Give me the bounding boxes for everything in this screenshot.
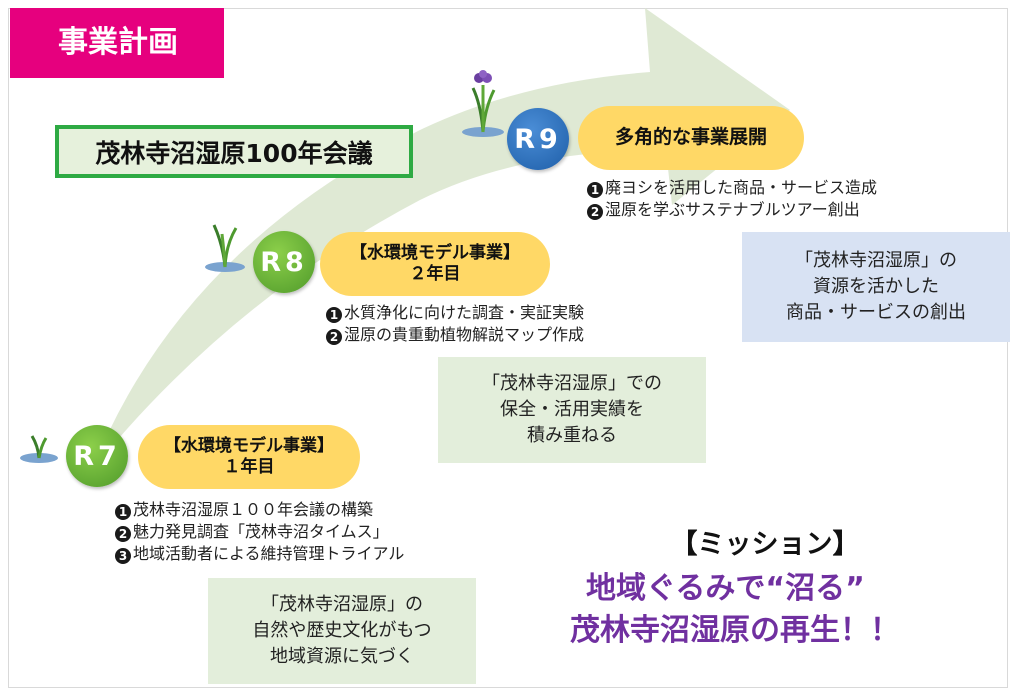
stage-r7-title-line2: １年目 [223,457,275,477]
stage-r8-outcome-box: 「茂林寺沼湿原」での 保全・活用実績を 積み重ねる [438,357,706,463]
outcome-line: 資源を活かした [813,276,939,297]
stage-r9-outcome-box: 「茂林寺沼湿原」の 資源を活かした 商品・サービスの創出 [742,232,1010,342]
list-item-text: 湿原の貴重動植物解説マップ作成 [344,325,585,344]
stage-r8-title-line2: ２年目 [409,264,461,284]
mission-line-2: 茂林寺沼湿原の再生！！ [570,613,900,648]
stage-r7-badge: R7 [66,425,128,487]
slide-frame [8,8,1008,688]
stage-r7-outcome-box: 「茂林寺沼湿原」の 自然や歴史文化がもつ 地域資源に気づく [208,578,476,684]
stage-r8-title: 【水環境モデル事業】 ２年目 [320,232,550,296]
outcome-line: 商品・サービスの創出 [786,302,966,323]
list-item-text: 地域活動者による維持管理トライアル [133,544,405,563]
stage-r9-badge: R9 [507,108,569,170]
plant-sprout-icon [20,435,58,463]
outcome-line: 自然や歴史文化がもつ [252,620,432,641]
stage-r7-title: 【水環境モデル事業】 １年目 [138,425,360,489]
stage-r8-title-line1: 【水環境モデル事業】 [350,242,520,263]
number-badge: 3 [115,548,131,564]
list-item-text: 魅力発見調査「茂林寺沼タイムス」 [133,522,389,541]
mission-heading: 【ミッション】 [670,529,860,560]
stage-r8-badge: R8 [253,231,315,293]
mission-line-1: 地域ぐるみで“沼る” [586,571,865,606]
list-item-text: 茂林寺沼湿原１００年会議の構築 [133,500,374,519]
conference-box: 茂林寺沼湿原100年会議 [55,125,413,178]
outcome-line: 「茂林寺沼湿原」の [795,250,957,271]
outcome-line: 「茂林寺沼湿原」の [261,594,423,615]
number-badge: 2 [587,204,603,220]
plant-grass-icon [205,224,245,272]
outcome-line: 保全・活用実績を [500,399,644,420]
list-item-text: 湿原を学ぶサステナブルツアー創出 [605,200,860,219]
stage-r9-title-line1: 多角的な事業展開 [614,126,767,149]
outcome-line: 「茂林寺沼湿原」での [482,373,662,394]
outcome-line: 地域資源に気づく [270,646,414,667]
number-badge: 2 [115,526,131,542]
number-badge: 1 [115,504,131,520]
number-badge: 1 [326,307,342,323]
page-title: 事業計画 [10,8,224,78]
number-badge: 2 [326,329,342,345]
list-item-text: 廃ヨシを活用した商品・サービス造成 [605,178,878,197]
stage-r7-title-line1: 【水環境モデル事業】 [164,435,334,456]
outcome-line: 積み重ねる [527,425,617,446]
list-item-text: 水質浄化に向けた調査・実証実験 [344,303,585,322]
number-badge: 1 [587,182,603,198]
stage-r9-title: 多角的な事業展開 [578,106,804,170]
iris-flower-icon [462,70,504,137]
